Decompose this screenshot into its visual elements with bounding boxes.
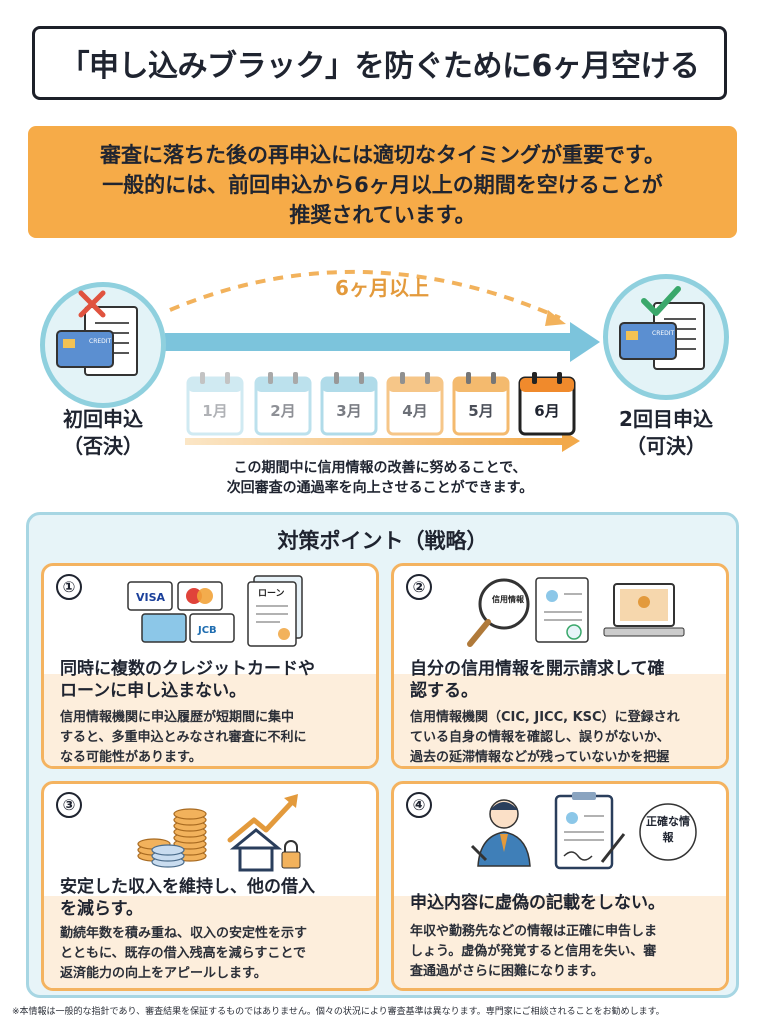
card-number: ③	[56, 792, 82, 818]
card-body: 勤続年数を積み重ね、収入の安定性を示す とともに、既存の借入残高を減らすことで …	[60, 924, 366, 984]
calendar-label: 1月	[202, 402, 228, 420]
calendar-month-1: 1月	[186, 370, 244, 436]
body-line: すると、多重申込とみなされ審査に不利に	[60, 730, 307, 745]
card-body: 信用情報機関に申込履歴が短期間に集中 すると、多重申込とみなされ審査に不利に な…	[60, 708, 366, 766]
calendar-label: 5月	[468, 402, 494, 420]
intro-line: 推奨されています。	[289, 203, 476, 227]
body-line: 査通過がさらに困難になります。	[410, 964, 604, 979]
first-application-label: 初回申込 （否決）	[30, 406, 176, 460]
strategy-panel: 対策ポイント（戦略） ① VISA JCB ローン 同時に複数のクレジットカード…	[26, 512, 739, 998]
first-application-icon: CREDIT	[40, 282, 166, 408]
card-body: 年収や勤務先などの情報は正確に申告しま しょう。虚偽が発覚すると信用を失い、審 …	[410, 922, 716, 982]
dashed-arc	[169, 269, 561, 320]
footer-disclaimer: ※本情報は一般的な指針であり、審査結果を保証するものではありません。個々の状況に…	[12, 1007, 665, 1017]
credit-cards-loan-icon: VISA JCB ローン	[127, 575, 303, 647]
card-number: ②	[406, 574, 432, 600]
first-application-title: 初回申込	[63, 407, 143, 431]
coins-house-icon	[137, 794, 301, 872]
calendar-month-2: 2月	[254, 370, 312, 436]
heading-line: 申込内容に虚偽の記載をしない。	[410, 893, 665, 913]
calendar-month-3: 3月	[320, 370, 378, 436]
card-band	[44, 674, 376, 766]
card-number: ①	[56, 574, 82, 600]
calendar-month-5: 5月	[452, 370, 510, 436]
jcb-text: JCB	[197, 625, 217, 636]
body-line: 年収や勤務先などの情報は正確に申告しま	[410, 924, 658, 939]
heading-line: ローンに申し込まない。	[60, 681, 247, 701]
second-application-result: （可決）	[626, 434, 706, 458]
body-line: 信用情報機関（CIC, JICC, KSC）に登録され	[410, 710, 680, 725]
card-body: 信用情報機関（CIC, JICC, KSC）に登録され ている自身の情報を確認し…	[410, 708, 716, 766]
note-line: 次回審査の通過率を向上させることができます。	[226, 480, 534, 496]
page-title: 「申し込みブラック」を防ぐために6ヶ月空ける	[32, 26, 727, 100]
card-number: ④	[406, 792, 432, 818]
heading-line: 認する。	[410, 681, 478, 701]
body-line: 返済能力の向上をアピールします。	[60, 966, 267, 981]
strategy-card-2: ② 信用情報 自分の信用情報を開示請求して確 認する。 信用情報機関（CIC, …	[391, 563, 729, 769]
credit-report-icon: 信用情報	[467, 577, 685, 647]
second-application-label: 2回目申込 （可決）	[586, 406, 746, 460]
strategy-card-4: ④ 正確な情報 申込内容に虚偽の記載をしない。 年収や勤務先などの情報は正確に申…	[391, 781, 729, 991]
calendar-label: 3月	[336, 402, 362, 420]
badge-text: 正確な情報	[646, 815, 690, 844]
card-heading: 申込内容に虚偽の記載をしない。	[410, 892, 716, 914]
calendar-label: 2月	[270, 402, 296, 420]
magnifier-text: 信用情報	[492, 594, 525, 604]
note-line: この期間中に信用情報の改善に努めることで、	[233, 460, 527, 476]
card-heading: 安定した収入を維持し、他の借入 を減らす。	[60, 876, 366, 920]
main-arrow-head	[570, 322, 600, 362]
intro-line: 審査に落ちた後の再申込には適切なタイミングが重要です。	[100, 143, 665, 167]
heading-line: 自分の信用情報を開示請求して確	[410, 659, 665, 679]
calendar-label: 4月	[402, 402, 428, 420]
calendar-month-6: 6月	[518, 370, 576, 436]
timeline-note: この期間中に信用情報の改善に努めることで、 次回審査の通過率を向上させることがで…	[150, 458, 610, 498]
body-line: ている自身の情報を確認し、誤りがないか、	[410, 730, 670, 745]
intro-box: 審査に落ちた後の再申込には適切なタイミングが重要です。 一般的には、前回申込から…	[28, 126, 737, 238]
body-line: なる可能性があります。	[60, 750, 202, 765]
card-band	[44, 896, 376, 988]
body-line: 信用情報機関に申込履歴が短期間に集中	[60, 710, 295, 725]
card-heading: 自分の信用情報を開示請求して確 認する。	[410, 658, 716, 702]
card-heading: 同時に複数のクレジットカードや ローンに申し込まない。	[60, 658, 366, 702]
second-application-icon: CREDIT	[603, 274, 729, 400]
body-line: 過去の延滞情報などが残っていないかを把握	[410, 750, 670, 765]
approve-check-icon	[641, 286, 681, 316]
strategy-card-1: ① VISA JCB ローン 同時に複数のクレジットカードや ローンに申し込まな…	[41, 563, 379, 769]
reject-cross-icon	[78, 290, 106, 318]
gap-label: 6ヶ月以上	[335, 276, 429, 300]
first-application-result: （否決）	[63, 434, 143, 458]
heading-line: を減らす。	[60, 899, 143, 919]
body-line: とともに、既存の借入残高を減らすことで	[60, 946, 306, 961]
arc-arrowhead	[545, 310, 566, 326]
card-band	[394, 896, 726, 988]
card-label: CREDIT	[89, 338, 112, 345]
heading-line: 同時に複数のクレジットカードや	[60, 659, 315, 679]
card-band	[394, 674, 726, 766]
calendar-label: 6月	[534, 402, 560, 420]
period-arrow-shaft	[185, 438, 565, 445]
timeline-diagram	[165, 269, 600, 452]
body-line: しょう。虚偽が発覚すると信用を失い、審	[410, 944, 657, 959]
strategy-title: 対策ポイント（戦略）	[277, 529, 488, 553]
second-application-title: 2回目申込	[619, 407, 713, 431]
main-arrow-shaft	[165, 333, 575, 351]
body-line: 勤続年数を積み重ね、収入の安定性を示す	[60, 926, 308, 941]
heading-line: 安定した収入を維持し、他の借入	[60, 877, 315, 897]
intro-line: 一般的には、前回申込から6ヶ月以上の期間を空けることが	[102, 173, 663, 197]
visa-text: VISA	[136, 591, 166, 604]
loan-text: ローン	[258, 588, 285, 599]
card-label: CREDIT	[652, 330, 675, 337]
person-document-icon: 正確な情報	[470, 792, 697, 870]
calendar-month-4: 4月	[386, 370, 444, 436]
strategy-card-3: ③ 安定した収入を維持し、他の借入 を減らす。 勤続年数を積み重ね、収入の安定性…	[41, 781, 379, 991]
